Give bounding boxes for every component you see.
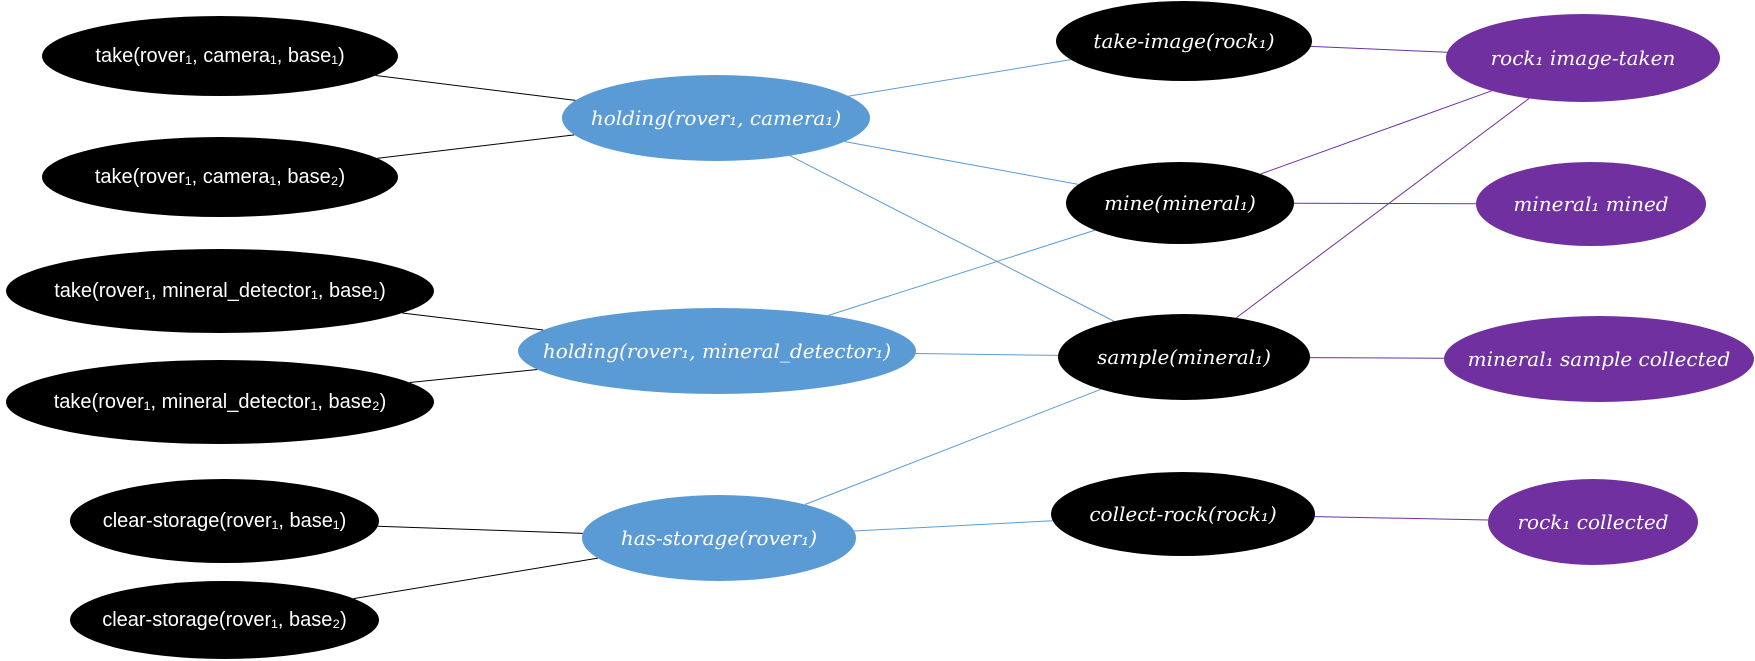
edge-holding_cam-to-take_image [848,59,1071,97]
node-mine: mine(mineral₁) [1066,162,1294,244]
node-label: take(rover₁, mineral_detector₁, base₁) [54,279,386,302]
node-goal-mineral-mined: mineral₁ mined [1476,162,1706,246]
node-label: rock₁ collected [1517,510,1669,534]
node-take-image: take-image(rock₁) [1056,1,1312,81]
edge-take_cam_b2-to-holding_cam [377,134,575,159]
node-clear-storage-base2: clear-storage(rover₁, base₂) [70,581,379,659]
edge-has_storage-to-sample [804,388,1102,505]
edge-mine-to-goal_image [1260,90,1492,175]
node-label: has-storage(rover₁) [620,526,818,550]
node-goal-rock-image-taken: rock₁ image-taken [1446,14,1720,102]
node-take-camera-base1: take(rover₁, camera₁, base₁) [42,16,398,96]
node-label: take(rover₁, camera₁, base₂) [94,165,346,188]
edge-take_md_b2-to-holding_md [409,368,538,384]
node-label: clear-storage(rover₁, base₂) [102,608,347,631]
edge-holding_md-to-mine [828,229,1095,316]
node-collect-rock: collect-rock(rock₁) [1051,472,1315,556]
node-sample: sample(mineral₁) [1058,314,1310,400]
node-goal-mineral-sample-collected: mineral₁ sample collected [1444,316,1754,402]
edge-has_storage-to-collect_rock [854,520,1053,532]
edge-sample-to-goal_image [1235,98,1530,319]
node-clear-storage-base1: clear-storage(rover₁, base₁) [70,479,379,563]
node-has-storage: has-storage(rover₁) [582,495,856,581]
node-label: take-image(rock₁) [1093,29,1275,53]
edge-take_image-to-goal_image [1310,45,1448,53]
edge-holding_cam-to-sample [789,155,1115,322]
node-holding-mineral-detector: holding(rover₁, mineral_detector₁) [518,308,916,394]
node-take-camera-base2: take(rover₁, camera₁, base₂) [42,137,398,217]
node-label: sample(mineral₁) [1097,345,1271,369]
edge-sample-to-goal_sample [1309,357,1445,359]
edge-clear_b1-to-has_storage [377,525,583,534]
edge-holding_md-to-sample [915,353,1059,356]
node-label: mineral₁ mined [1513,192,1669,216]
node-label: rock₁ image-taken [1490,46,1676,70]
node-label: take(rover₁, mineral_detector₁, base₂) [53,390,387,413]
node-take-mineral-detector-base2: take(rover₁, mineral_detector₁, base₂) [6,360,434,444]
node-holding-camera: holding(rover₁, camera₁) [562,75,870,161]
edge-collect_rock-to-goal_collected [1314,516,1489,521]
node-take-mineral-detector-base1: take(rover₁, mineral_detector₁, base₁) [6,249,434,333]
edge-holding_cam-to-mine [844,141,1079,185]
edge-clear_b2-to-has_storage [353,557,598,600]
node-label: take(rover₁, camera₁, base₁) [95,44,345,67]
node-label: collect-rock(rock₁) [1089,502,1277,526]
node-label: mineral₁ sample collected [1467,347,1731,371]
node-label: holding(rover₁, camera₁) [590,106,842,130]
node-label: mine(mineral₁) [1104,191,1256,215]
edge-take_md_b1-to-holding_md [402,312,544,331]
node-label: clear-storage(rover₁, base₁) [102,509,347,532]
node-label: holding(rover₁, mineral_detector₁) [542,339,892,363]
node-goal-rock-collected: rock₁ collected [1488,479,1698,565]
edge-take_cam_b1-to-holding_cam [375,74,576,101]
